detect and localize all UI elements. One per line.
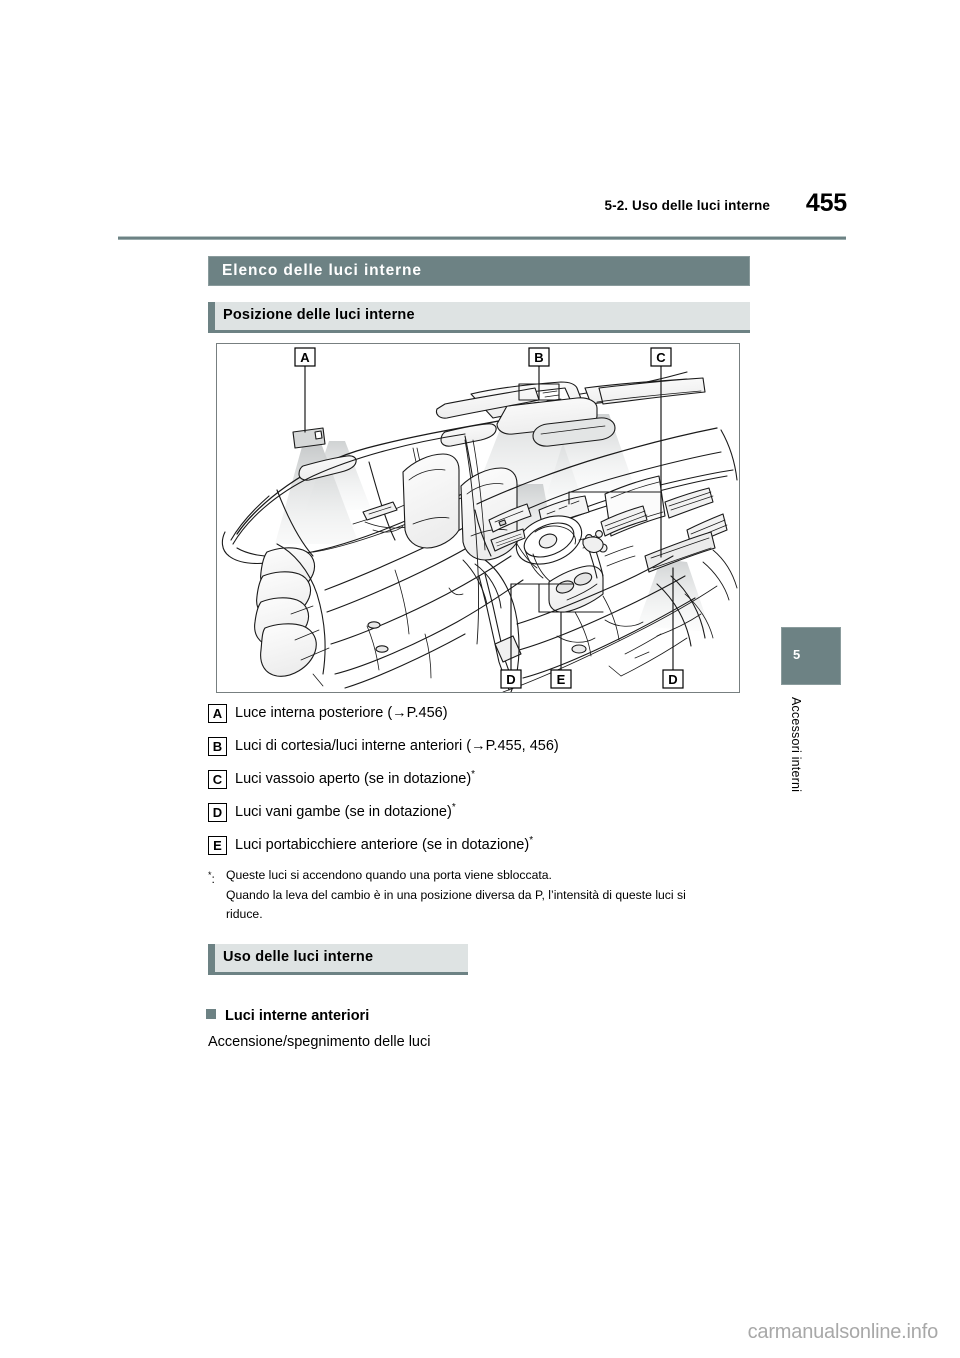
footnote-marker-star: * xyxy=(208,870,212,880)
subsection-underline-uso xyxy=(208,972,468,975)
bullet-heading-label: Luci interne anteriori xyxy=(225,1008,370,1024)
subsection-label-uso: Uso delle luci interne xyxy=(223,949,374,965)
callout-list: A Luce interna posteriore (→P.456) B Luc… xyxy=(208,703,808,868)
callout-text-d: Luci vani gambe (se in dotazione) xyxy=(235,803,452,820)
page-number: 455 xyxy=(805,189,847,217)
footnote-marker: *: xyxy=(208,866,226,890)
callout-row-d: D Luci vani gambe (se in dotazione)* xyxy=(208,802,808,835)
site-watermark: carmanualsonline.info xyxy=(747,1321,939,1343)
chapter-tab: 5 xyxy=(781,627,841,685)
bullet-subsection-body: Accensione/spegnimento delle luci xyxy=(208,1034,431,1050)
bullet-square-icon xyxy=(206,1009,216,1019)
callout-label-b: Luci di cortesia/luci interne anteriori … xyxy=(235,736,559,754)
footnote-body: Queste luci si accendono quando una port… xyxy=(226,866,748,925)
subsection-header-uso: Uso delle luci interne xyxy=(208,944,468,975)
callout-text-b: Luci di cortesia/luci interne anteriori … xyxy=(235,737,559,754)
callout-label-e: Luci portabicchiere anteriore (se in dot… xyxy=(235,835,533,853)
page-header: 5-2. Uso delle luci interne 455 xyxy=(0,189,960,230)
callout-footnote-mark-d: * xyxy=(451,802,456,813)
callout-label-d: Luci vani gambe (se in dotazione)* xyxy=(235,802,456,820)
svg-text:D: D xyxy=(506,672,515,687)
footnote-block: *: Queste luci si accendono quando una p… xyxy=(208,866,748,925)
footnote-line-2: Quando la leva del cambio è in una posiz… xyxy=(226,887,686,902)
footnote-line-1: Queste luci si accendono quando una port… xyxy=(226,868,552,882)
callout-row-c: C Luci vassoio aperto (se in dotazione)* xyxy=(208,769,808,802)
subsection-header-posizione: Posizione delle luci interne xyxy=(208,302,750,333)
subsection-accent-stripe-uso xyxy=(208,944,215,972)
callout-footnote-mark-c: * xyxy=(471,769,476,780)
callout-text-c: Luci vassoio aperto (se in dotazione) xyxy=(235,770,472,787)
callout-badge-a: A xyxy=(208,704,227,723)
bullet-subsection-heading: Luci interne anteriori xyxy=(206,1008,369,1024)
interior-lights-diagram: A B C D E D xyxy=(216,343,740,693)
svg-text:A: A xyxy=(300,350,310,365)
chapter-tab-number: 5 xyxy=(793,647,801,662)
section-title-label: Elenco delle luci interne xyxy=(222,262,422,279)
callout-row-b: B Luci di cortesia/luci interne anterior… xyxy=(208,736,808,769)
svg-text:D: D xyxy=(668,672,677,687)
svg-text:B: B xyxy=(534,350,543,365)
callout-row-e: E Luci portabicchiere anteriore (se in d… xyxy=(208,835,808,868)
svg-text:E: E xyxy=(557,672,566,687)
callout-text-e: Luci portabicchiere anteriore (se in dot… xyxy=(235,836,530,853)
callout-badge-c: C xyxy=(208,770,227,789)
footnote-separator: : xyxy=(211,872,215,887)
callout-row-a: A Luce interna posteriore (→P.456) xyxy=(208,703,808,736)
callout-label-c: Luci vassoio aperto (se in dotazione)* xyxy=(235,769,475,787)
header-chapter-title: 5-2. Uso delle luci interne xyxy=(604,198,770,213)
subsection-label-posizione: Posizione delle luci interne xyxy=(223,307,415,323)
callout-footnote-mark-e: * xyxy=(529,835,534,846)
header-divider-rule xyxy=(118,236,846,240)
svg-text:C: C xyxy=(656,350,666,365)
footnote-line-3: riduce. xyxy=(226,907,263,921)
subsection-underline xyxy=(208,330,750,333)
callout-label-a: Luce interna posteriore (→P.456) xyxy=(235,703,448,721)
callout-badge-d: D xyxy=(208,803,227,822)
section-title-bar: Elenco delle luci interne xyxy=(208,256,750,286)
callout-text-a: Luce interna posteriore (→P.456) xyxy=(235,704,448,721)
vehicle-interior-illustration: A B C D E D xyxy=(221,347,738,692)
chapter-tab-label: Accessori interni xyxy=(789,697,803,793)
subsection-accent-stripe xyxy=(208,302,215,330)
callout-badge-b: B xyxy=(208,737,227,756)
callout-badge-e: E xyxy=(208,836,227,855)
